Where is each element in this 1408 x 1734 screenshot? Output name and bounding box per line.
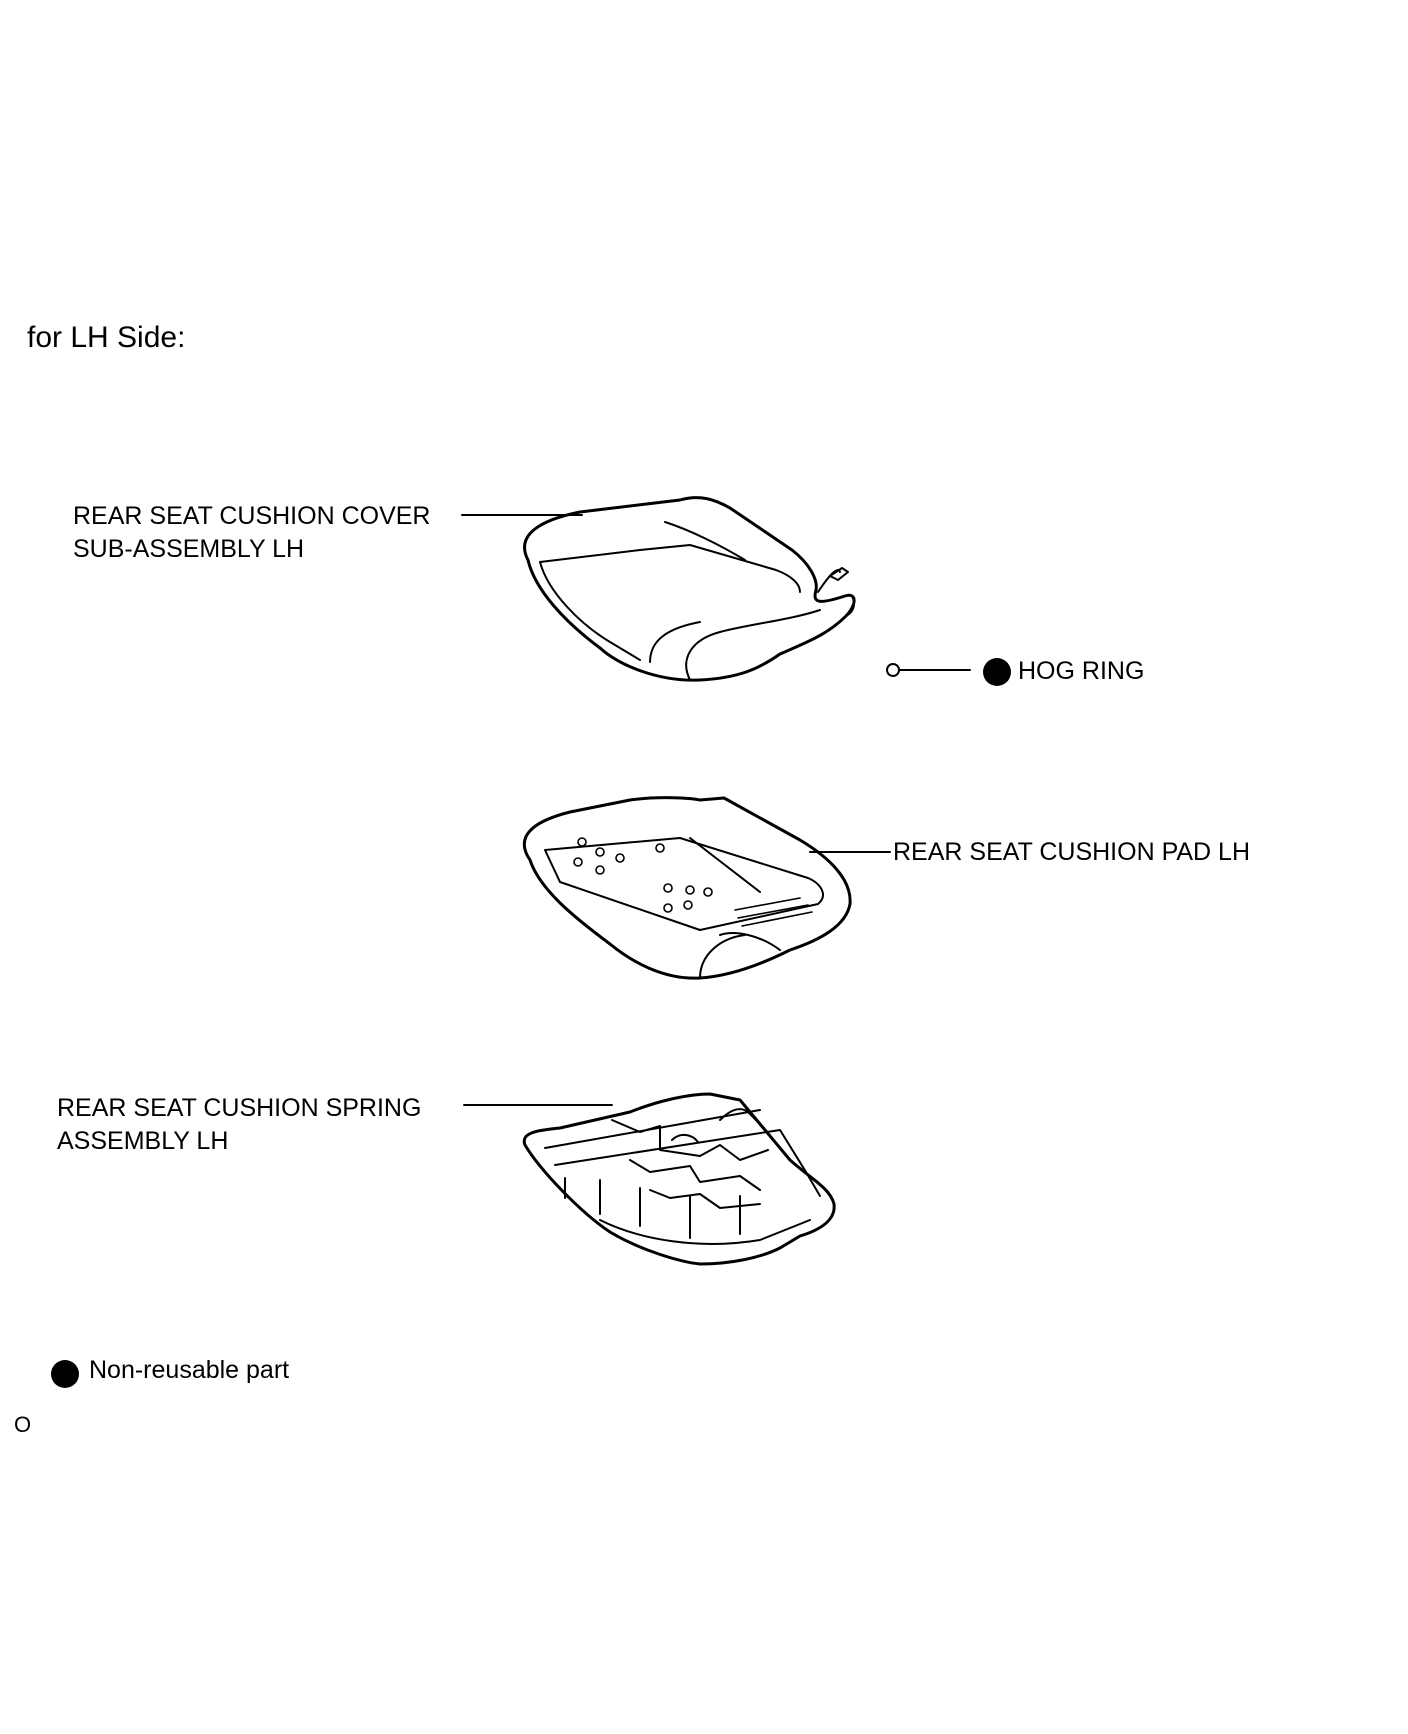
label-pad: REAR SEAT CUSHION PAD LH [893, 838, 1251, 866]
label-spring-line1: REAR SEAT CUSHION SPRING [57, 1094, 422, 1122]
legend-non-reusable-icon [51, 1360, 79, 1388]
seat-cushion-pad-drawing [522, 796, 852, 980]
seat-cushion-spring-drawing [522, 1092, 836, 1266]
label-cover-line1: REAR SEAT CUSHION COVER [73, 502, 431, 530]
hog-ring-icon [886, 663, 971, 677]
non-reusable-marker-icon [983, 658, 1011, 686]
legend-non-reusable-label: Non-reusable part [89, 1356, 290, 1384]
label-spring-line2: ASSEMBLY LH [57, 1127, 229, 1155]
label-hog-ring: HOG RING [1018, 657, 1145, 685]
footer-code: O [14, 1412, 32, 1437]
label-cover-line2: SUB-ASSEMBLY LH [73, 535, 305, 563]
section-heading: for LH Side: [27, 321, 186, 354]
seat-cushion-cover-drawing [523, 496, 856, 682]
